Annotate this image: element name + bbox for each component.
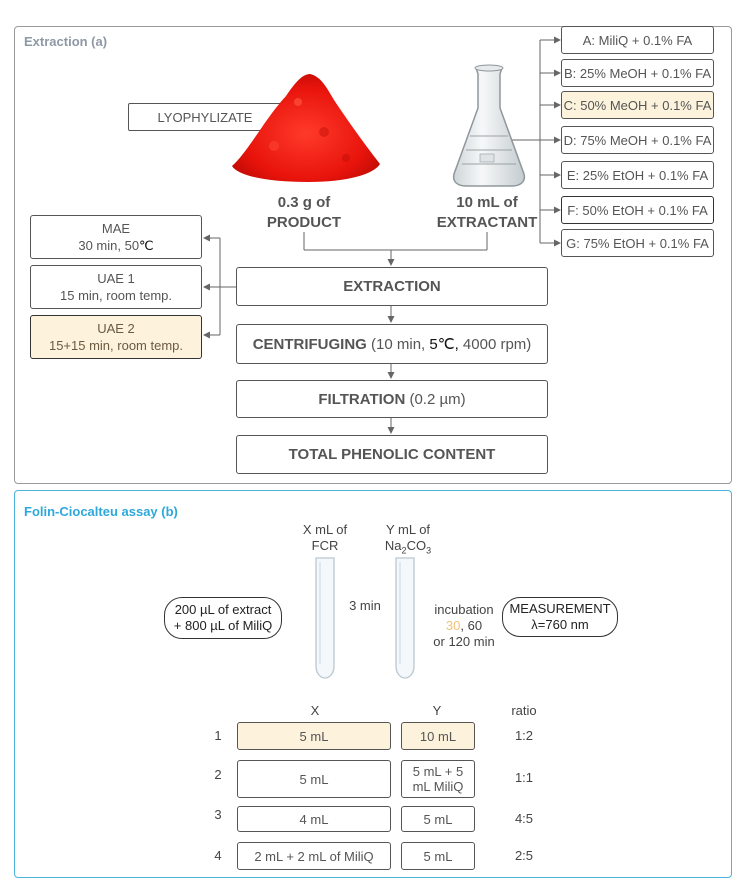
table-row-number: 1	[214, 728, 222, 743]
table-cell-y: 5 mL	[401, 842, 475, 870]
fcr-label: X mL of FCR	[302, 522, 348, 553]
table-cell-y: 5 mL + 5 mL MiliQ	[401, 760, 475, 798]
step-total-phenolic-content: TOTAL PHENOLIC CONTENT	[236, 435, 548, 474]
method-uae-1: UAE 1 15 min, room temp.	[30, 265, 202, 309]
erlenmeyer-flask-icon	[452, 64, 526, 187]
incubation-label: incubation 30, 60 or 120 min	[433, 602, 495, 649]
powder-pile-image	[232, 74, 380, 182]
table-row-number: 4	[214, 848, 222, 863]
measurement-pill: MEASUREMENT λ=760 nm	[502, 597, 618, 637]
solvent-b: B: 25% MeOH + 0.1% FA	[561, 59, 714, 87]
solvent-c: C: 50% MeOH + 0.1% FA	[561, 91, 714, 119]
table-header-ratio: ratio	[511, 703, 537, 718]
na2co3-label: Y mL of Na2CO3	[384, 522, 432, 556]
method-mae: MAE 30 min, 50℃	[30, 215, 202, 259]
table-cell-x: 5 mL	[237, 722, 391, 750]
solvent-e: E: 25% EtOH + 0.1% FA	[561, 161, 714, 189]
test-tube-icon	[315, 557, 335, 679]
solvent-g: G: 75% EtOH + 0.1% FA	[561, 229, 714, 257]
extractant-label: 10 mL of EXTRACTANT	[436, 194, 538, 231]
product-label: 0.3 g of PRODUCT	[266, 194, 342, 231]
table-cell-ratio: 4:5	[514, 811, 534, 826]
table-cell-ratio: 2:5	[514, 848, 534, 863]
table-cell-x: 4 mL	[237, 806, 391, 832]
step-extraction: EXTRACTION	[236, 267, 548, 306]
table-cell-ratio: 1:1	[514, 770, 534, 785]
table-header-x: X	[310, 703, 320, 718]
table-row-number: 2	[214, 767, 222, 782]
solvent-f: F: 50% EtOH + 0.1% FA	[561, 196, 714, 224]
table-cell-y: 10 mL	[401, 722, 475, 750]
table-cell-x: 2 mL + 2 mL of MiliQ	[237, 842, 391, 870]
lyophylizate-label: LYOPHYLIZATE	[128, 103, 282, 131]
table-header-y: Y	[432, 703, 442, 718]
test-tube-icon	[395, 557, 415, 679]
method-uae-2: UAE 2 15+15 min, room temp.	[30, 315, 202, 359]
solvent-a: A: MiliQ + 0.1% FA	[561, 26, 714, 54]
table-cell-ratio: 1:2	[514, 728, 534, 743]
wait-time-label: 3 min	[349, 598, 381, 613]
folin-ciocalteu-panel-title: Folin-Ciocalteu assay (b)	[24, 504, 178, 519]
step-centrifuging: CENTRIFUGING (10 min, 5℃, 4000 rpm)	[236, 324, 548, 364]
table-cell-x: 5 mL	[237, 760, 391, 798]
table-cell-y: 5 mL	[401, 806, 475, 832]
solvent-d: D: 75% MeOH + 0.1% FA	[561, 126, 714, 154]
table-row-number: 3	[214, 807, 222, 822]
step-filtration: FILTRATION (0.2 µm)	[236, 380, 548, 418]
extraction-panel-title: Extraction (a)	[24, 34, 108, 49]
sample-start-pill: 200 µL of extract + 800 µL of MiliQ	[164, 597, 282, 639]
